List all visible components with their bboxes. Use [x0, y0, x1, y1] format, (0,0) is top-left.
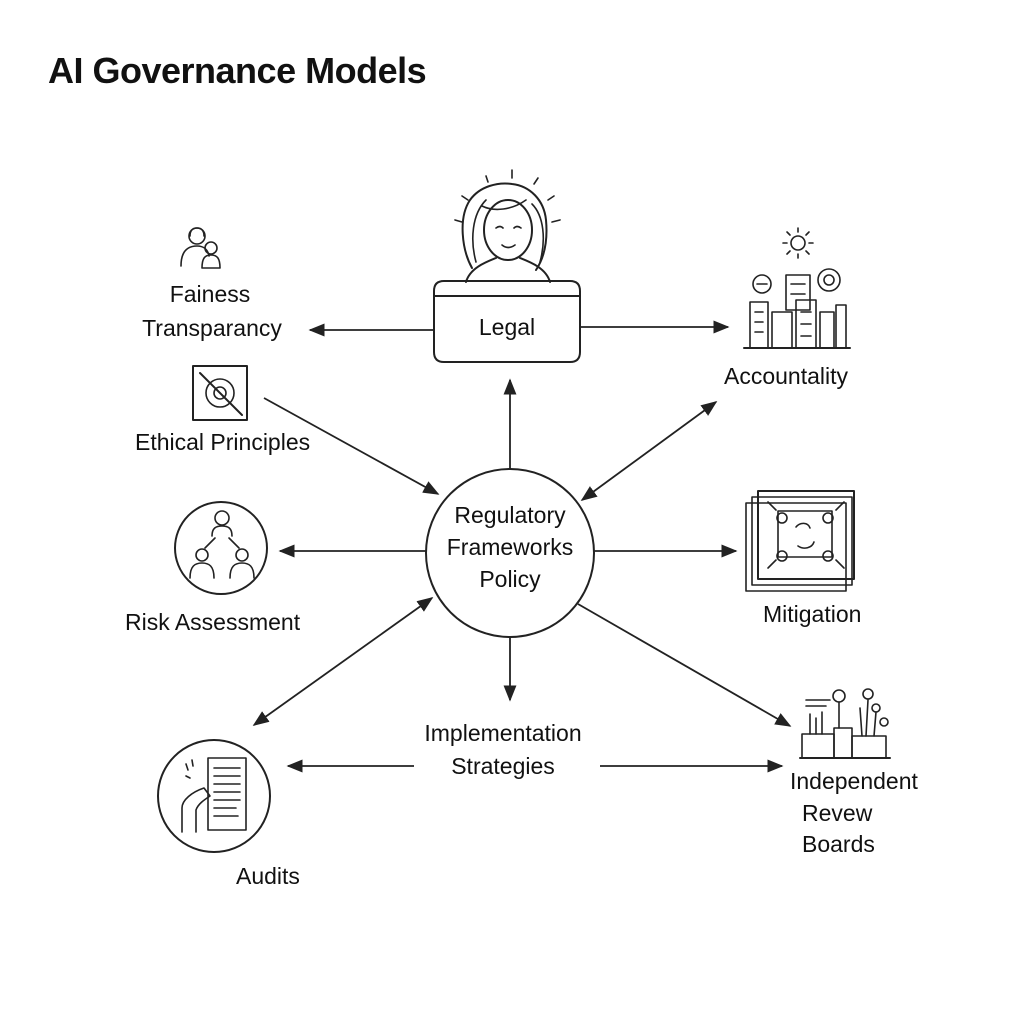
implementation-line1: Implementation [424, 720, 582, 746]
circuit-board-icon [745, 490, 855, 592]
group-network-icon [174, 501, 268, 595]
center-line2: Frameworks [446, 534, 574, 560]
arrow-center-accountability [580, 401, 718, 501]
review-line2: Revew [802, 800, 873, 826]
city-sun-icon [743, 227, 851, 349]
center-line3: Policy [479, 566, 541, 592]
fairness-label: Fainess [169, 281, 251, 307]
risk-assessment-label: Risk Assessment [125, 609, 301, 635]
center-circle [425, 468, 595, 638]
document-review-icon [157, 739, 271, 853]
legal-box [433, 280, 581, 363]
ethical-principles-label: Ethical Principles [135, 429, 311, 455]
people-icon [180, 227, 221, 269]
mitigation-label: Mitigation [763, 601, 862, 627]
audits-label: Audits [236, 863, 300, 889]
arrow-center-to-review [577, 603, 792, 727]
person-at-desk-icon [454, 169, 561, 283]
legal-label: Legal [478, 314, 536, 340]
implementation-line2: Strategies [451, 753, 555, 779]
transparency-label: Transparancy [142, 315, 282, 341]
accountability-label: Accountality [724, 363, 849, 389]
no-entry-icon [192, 365, 248, 421]
arrow-center-audits [252, 597, 434, 726]
lab-bench-icon [799, 688, 891, 759]
connectors [252, 320, 792, 773]
page-title: AI Governance Models [48, 50, 427, 91]
center-line1: Regulatory [454, 502, 566, 528]
review-line3: Boards [802, 831, 875, 857]
review-line1: Independent [790, 768, 918, 794]
arrow-ethical-to-center [263, 397, 440, 495]
